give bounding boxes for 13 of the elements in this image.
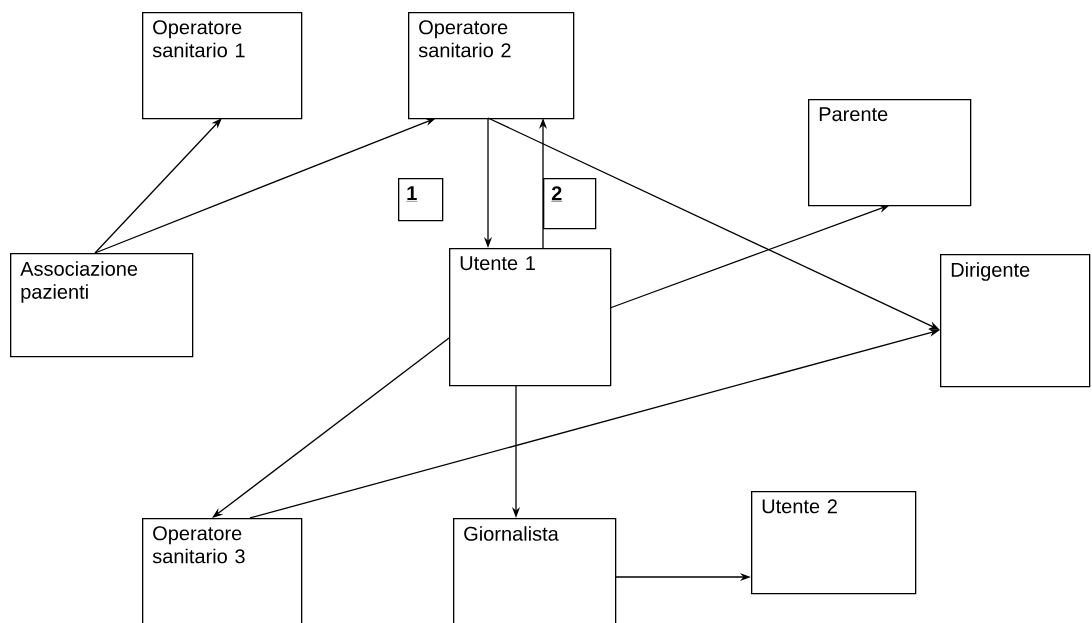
text-box: Parente [808, 99, 972, 207]
text-box: Dirigente [940, 254, 1091, 388]
label-box: 1 [398, 178, 444, 222]
text-box: Operatore sanitario 3 [142, 518, 303, 623]
label-box: 2 [543, 178, 597, 230]
arrow [212, 337, 450, 518]
text-box: Operatore sanitario 1 [142, 12, 303, 120]
text-box: Utente 2 [751, 491, 917, 595]
text-box: Operatore sanitario 2 [408, 12, 575, 120]
text-box: Utente 1 [449, 248, 612, 387]
text-box: Associazione pazienti [10, 253, 194, 358]
text-box: Giornalista [453, 518, 617, 623]
arrow [94, 118, 222, 254]
